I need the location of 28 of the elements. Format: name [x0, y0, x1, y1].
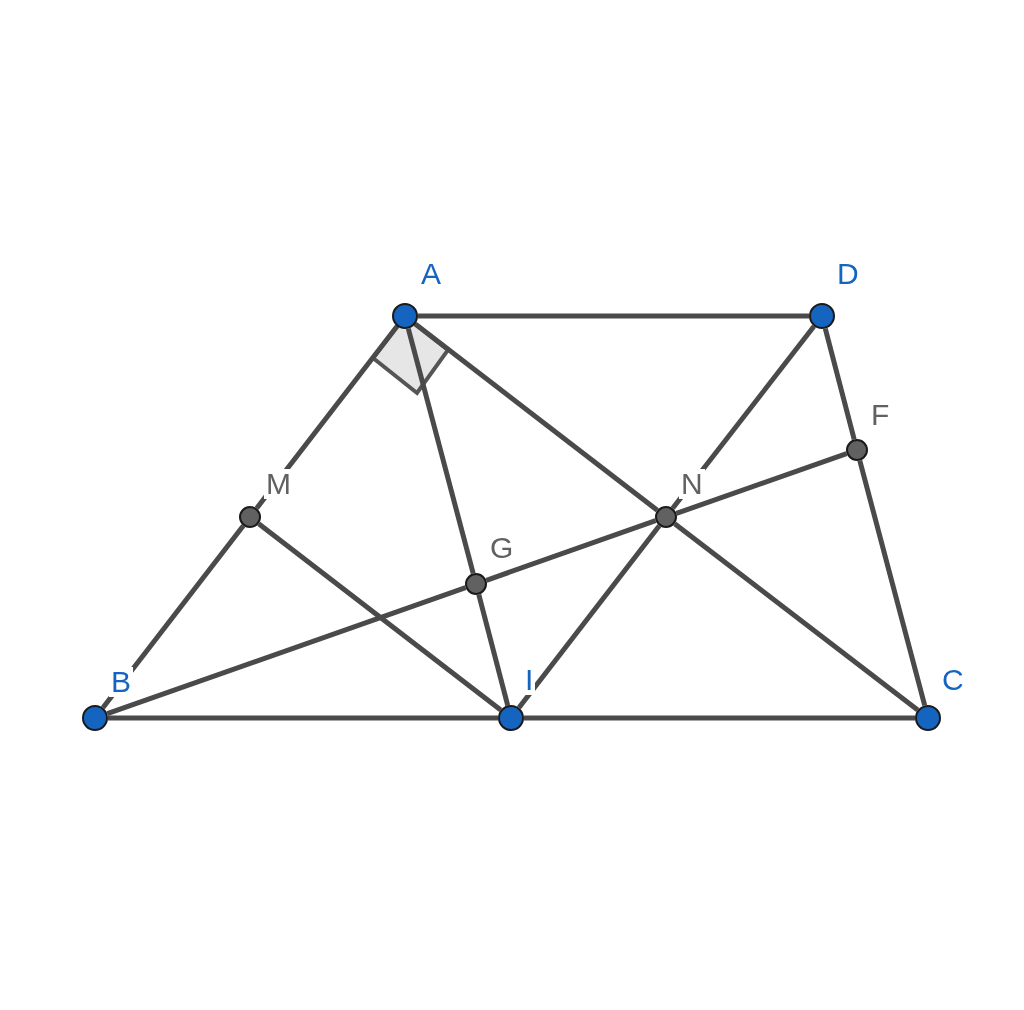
- line-segment: [257, 521, 503, 713]
- line-segment: [106, 585, 467, 717]
- line-segment: [476, 593, 511, 707]
- point-marker: [392, 303, 418, 329]
- line-segment: [857, 459, 928, 707]
- point-marker: [915, 705, 941, 731]
- line-segment: [100, 524, 246, 710]
- point-label: B: [109, 667, 133, 697]
- point-marker: [655, 506, 677, 528]
- line-segment: [108, 715, 498, 721]
- line-segment: [675, 451, 848, 516]
- line-segment: [524, 715, 915, 721]
- line-segment: [485, 518, 657, 583]
- point-marker: [239, 506, 261, 528]
- line-segment: [405, 327, 476, 575]
- line-segment: [673, 521, 920, 713]
- point-marker: [846, 439, 868, 461]
- line-segment: [254, 324, 400, 510]
- line-segment: [822, 327, 857, 441]
- line-segment: [418, 313, 809, 319]
- line-segment: [413, 321, 659, 513]
- point-label: N: [679, 469, 705, 499]
- point-label: M: [264, 469, 293, 499]
- point-marker: [465, 573, 487, 595]
- line-segment: [516, 524, 662, 710]
- point-marker: [498, 705, 524, 731]
- point-marker: [82, 705, 108, 731]
- point-marker: [809, 303, 835, 329]
